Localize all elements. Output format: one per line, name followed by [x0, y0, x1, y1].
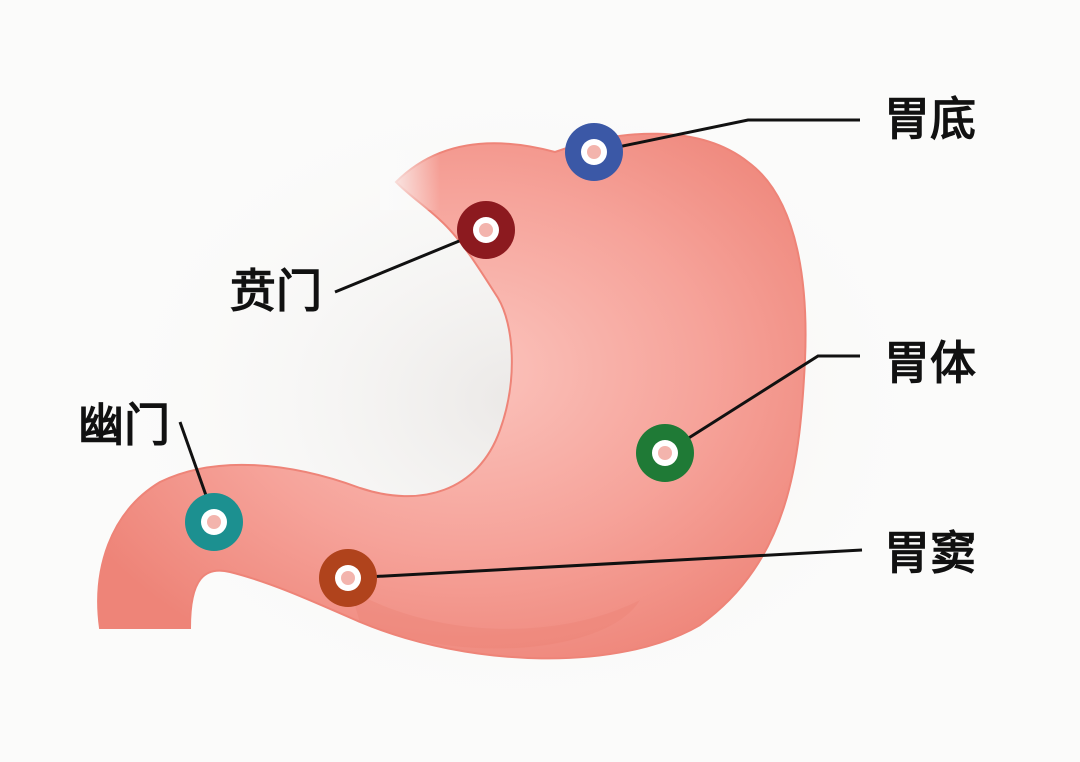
- antrum-leader-line: [347, 548, 863, 580]
- body-label: 胃体: [884, 336, 976, 390]
- antrum-label: 胃窦: [884, 526, 976, 580]
- pylorus-marker: [185, 493, 243, 551]
- stomach-shape: [97, 132, 807, 660]
- fundus-marker: [565, 123, 623, 181]
- cardia-label: 贲门: [230, 264, 322, 318]
- esophagus-fade: [380, 150, 440, 210]
- cardia-marker: [457, 201, 515, 259]
- body-leader-line: [664, 354, 860, 455]
- body-marker: [636, 424, 694, 482]
- fundus-label: 胃底: [884, 92, 976, 146]
- antrum-marker: [319, 549, 377, 607]
- antrum-shading: [350, 590, 640, 649]
- fundus-leader-line: [593, 118, 860, 154]
- pylorus-label: 幽门: [78, 398, 170, 452]
